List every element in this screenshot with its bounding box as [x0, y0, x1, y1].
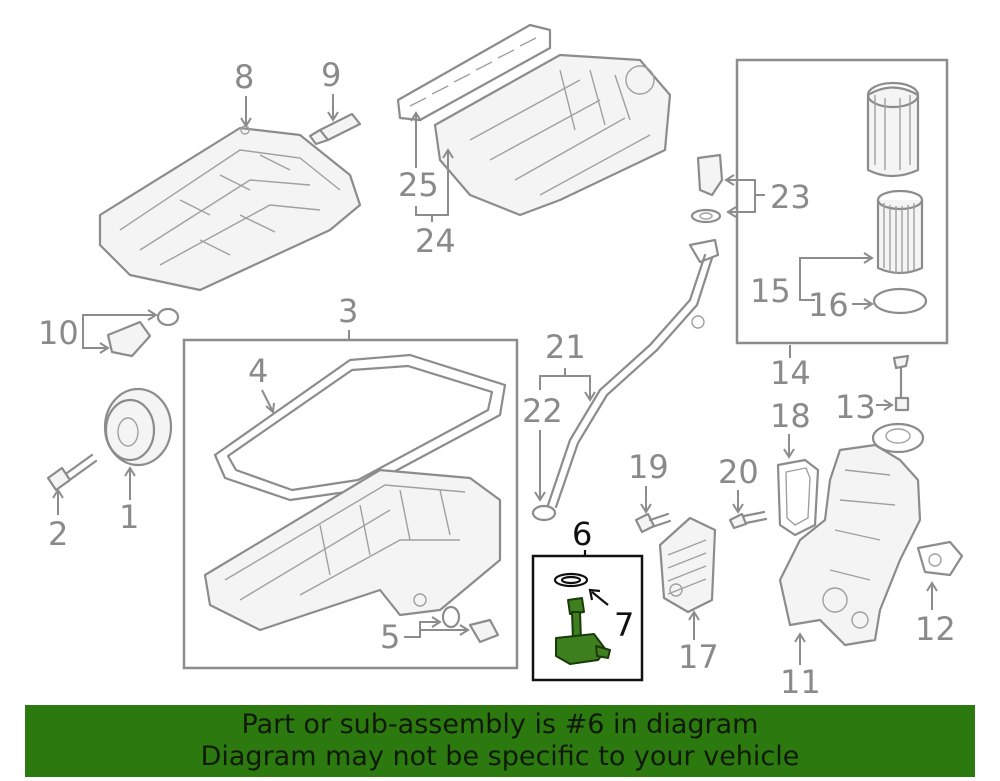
svg-text:5: 5	[380, 618, 400, 656]
banner-line-1: Part or sub-assembly is #6 in diagram	[241, 709, 759, 740]
callout-23: 23	[724, 174, 811, 218]
svg-text:2: 2	[48, 515, 68, 553]
part-8-oil-pan-upper	[98, 125, 362, 292]
svg-text:13: 13	[835, 388, 876, 426]
part-7-o-ring	[553, 572, 589, 588]
callout-3: 3	[338, 292, 358, 340]
part-17-oil-cooler	[658, 516, 717, 614]
part-13-sensor	[892, 354, 910, 412]
callout-18: 18	[770, 397, 811, 459]
part-20-bolt	[728, 510, 768, 530]
svg-text:9: 9	[321, 56, 341, 94]
svg-text:14: 14	[770, 354, 811, 392]
part-24-intake-manifold	[433, 53, 672, 217]
svg-text:6: 6	[572, 515, 592, 553]
part-19-bolt	[634, 512, 672, 534]
svg-text:20: 20	[718, 453, 759, 491]
svg-text:10: 10	[38, 314, 79, 352]
svg-text:17: 17	[678, 638, 719, 676]
part-2-bolt	[46, 453, 98, 492]
callout-13: 13	[835, 388, 894, 426]
callout-11: 11	[780, 632, 821, 701]
group-6-box	[531, 554, 644, 682]
svg-text:8: 8	[234, 58, 254, 96]
part-oil-pan-lower	[203, 468, 502, 632]
callout-6: 6	[572, 515, 592, 556]
svg-text:15: 15	[750, 272, 791, 310]
svg-text:19: 19	[628, 448, 669, 486]
callout-8: 8	[234, 58, 254, 128]
callout-20: 20	[718, 453, 759, 514]
svg-text:3: 3	[338, 292, 358, 330]
part-6-oil-level-sensor	[555, 597, 611, 665]
callout-5: 5	[380, 616, 470, 656]
callout-1: 1	[119, 466, 139, 536]
callout-17: 17	[678, 610, 719, 676]
part-filter-housing-cap	[866, 81, 920, 178]
svg-text:24: 24	[415, 222, 456, 260]
callout-9: 9	[321, 56, 341, 122]
info-banner: Part or sub-assembly is #6 in diagram Di…	[25, 705, 975, 777]
svg-text:22: 22	[522, 392, 563, 430]
svg-text:25: 25	[398, 166, 439, 204]
group-14-box	[735, 58, 949, 345]
svg-text:7: 7	[614, 606, 634, 644]
part-15-filter-element	[876, 189, 924, 275]
callout-21-22: 21 22	[522, 328, 596, 502]
part-9-sealant-tube	[308, 112, 362, 146]
part-4-pan-gasket	[213, 353, 507, 502]
part-11-oil-filter-housing	[778, 422, 925, 647]
callout-10: 10	[38, 309, 158, 354]
svg-text:16: 16	[808, 286, 849, 324]
part-23-level-switch	[690, 153, 724, 224]
part-5-drain-plug	[441, 605, 500, 644]
callout-2: 2	[48, 488, 68, 553]
part-16-o-ring	[872, 287, 928, 315]
svg-text:18: 18	[770, 397, 811, 435]
svg-text:1: 1	[119, 498, 139, 536]
callout-25-24: 25 24	[398, 111, 456, 260]
svg-text:12: 12	[915, 610, 956, 648]
part-1-pulley	[103, 387, 173, 467]
callout-4: 4	[248, 352, 275, 414]
callout-12: 12	[915, 581, 956, 648]
svg-text:21: 21	[545, 328, 586, 366]
svg-text:4: 4	[248, 352, 268, 390]
callout-7: 7	[588, 588, 634, 644]
banner-line-2: Diagram may not be specific to your vehi…	[200, 741, 800, 772]
callout-19: 19	[628, 448, 669, 514]
part-21-dipstick-tube	[546, 238, 720, 509]
part-22-o-ring	[531, 504, 557, 522]
part-10-sensor	[106, 307, 180, 358]
part-25-intake-gasket	[396, 23, 552, 122]
callout-14-15-16: 15 16 14	[750, 252, 874, 392]
svg-text:23: 23	[770, 178, 811, 216]
svg-text:11: 11	[780, 663, 821, 701]
part-18-gasket	[776, 458, 820, 537]
part-12-adapter	[916, 540, 964, 577]
group-3-box	[182, 338, 519, 670]
